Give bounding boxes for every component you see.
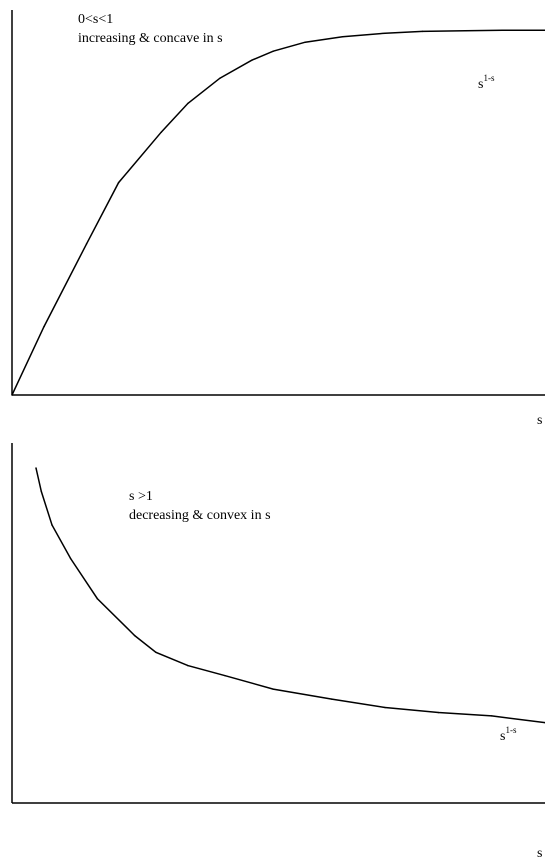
chart-upper-data-point-0 [11, 394, 13, 396]
chart-lower-data-point-10 [331, 698, 333, 700]
chart-upper-data-point-11 [384, 32, 386, 34]
chart-lower-data-point-1 [40, 490, 43, 493]
chart-lower-data-point-9 [272, 688, 274, 690]
chart-upper-data-point-3 [117, 181, 120, 184]
chart-upper-data-point-7 [251, 59, 253, 61]
chart-lower-data-point-0 [35, 467, 37, 469]
chart-lower-data-point-6 [155, 651, 157, 654]
chart-upper-data-point-12 [421, 30, 424, 33]
chart-upper-x-axis-label: s [537, 413, 542, 428]
chart-upper-data-point-4 [160, 131, 162, 133]
chart-upper-data-point-8 [272, 50, 274, 52]
chart-upper-data-point-5 [187, 102, 189, 105]
chart-lower-x-axis-label: s [537, 846, 542, 861]
chart-upper-description: increasing & concave in s [78, 31, 223, 46]
chart-upper-data-point-10 [341, 36, 344, 38]
chart-lower-data-point-8 [224, 674, 226, 677]
chart-lower-points [35, 467, 545, 724]
chart-lower-data-point-12 [437, 711, 440, 714]
chart-upper-data-point-2 [85, 243, 88, 245]
chart-upper-series-line [11, 29, 545, 396]
chart-upper-data-point-6 [219, 77, 221, 79]
chart-lower-description: decreasing & convex in s [129, 508, 271, 523]
chart-lower-data-point-13 [490, 715, 493, 717]
chart-upper-series-exponent: 1-s [483, 73, 494, 83]
chart-lower-data-point-4 [96, 597, 99, 600]
chart-lower-condition: s >1 [129, 489, 153, 504]
chart-lower-data-point-2 [51, 524, 53, 526]
chart-lower-data-point-11 [384, 706, 386, 709]
chart-lower: s >1 decreasing & convex in s s1-s s [11, 443, 545, 861]
chart-upper-series-label: s1-s [478, 73, 495, 92]
chart-upper-data-point-1 [43, 325, 45, 328]
chart-upper-data-point-13 [464, 29, 466, 32]
chart-lower-series-line [35, 467, 545, 724]
chart-upper-data-point-9 [304, 41, 306, 43]
chart-lower-series-label: s1-s [500, 725, 517, 744]
chart-upper-data-point-14 [501, 29, 504, 32]
chart-lower-data-point-5 [133, 634, 136, 637]
chart-lower-series-exponent: 1-s [505, 725, 516, 735]
chart-upper-series-base: s [478, 77, 483, 92]
chart-upper: 0<s<1 increasing & concave in s s1-s s [11, 10, 545, 428]
chart-upper-points [11, 29, 545, 396]
chart-upper-condition: 0<s<1 [78, 12, 113, 27]
chart-lower-series-base: s [500, 729, 505, 744]
chart-lower-data-point-7 [187, 664, 189, 667]
chart-lower-data-point-3 [69, 557, 72, 560]
